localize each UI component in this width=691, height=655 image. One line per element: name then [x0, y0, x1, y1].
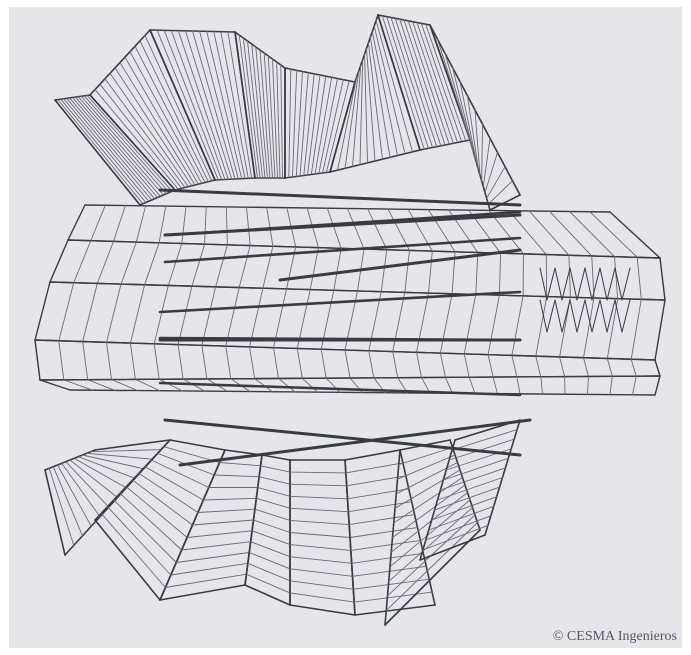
copyright-credit: © CESMA Ingenieros	[552, 629, 677, 644]
